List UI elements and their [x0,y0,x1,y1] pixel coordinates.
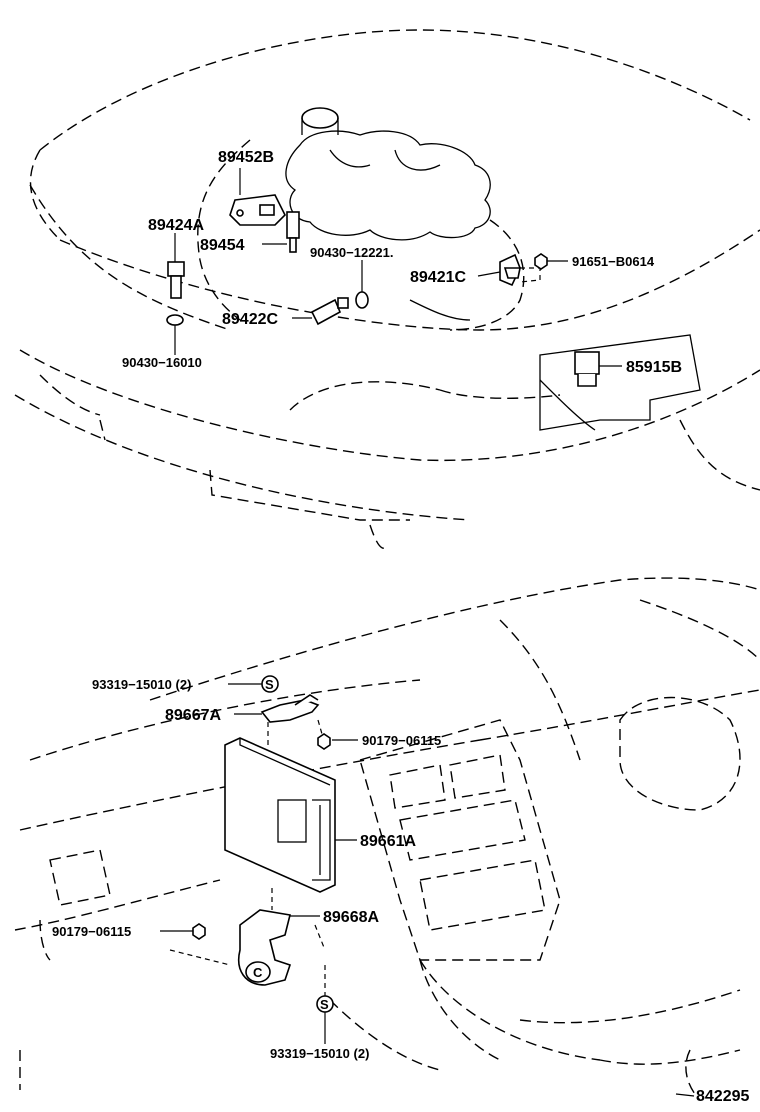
sensor-89424A [167,233,185,299]
gasket-90430-12221 [355,260,369,309]
s-mark-top: S [265,677,274,692]
dashboard-outline [14,577,760,1101]
vehicle-front-outline [14,29,760,549]
label-91651-B0614: 91651−B0614 [572,254,655,269]
label-89668A: 89668A [323,909,379,926]
label-89452B: 89452B [218,149,274,166]
nut-90179-left [160,923,231,966]
label-89454: 89454 [200,237,245,254]
label-85915B: 85915B [626,359,682,376]
screw-93319-top: S [228,675,279,693]
label-93319-bottom: 93319−15010 (2) [270,1046,369,1061]
sensor-89421C [477,253,541,287]
label-89667A: 89667A [165,707,221,724]
diagram-ref-number: 842295 [696,1088,749,1105]
label-89661A: 89661A [360,833,416,850]
gasket-90430-16010 [166,314,184,355]
screw-93319-bottom: S [316,965,334,1044]
label-90179-left: 90179−06115 [52,924,131,939]
s-mark-bottom: S [320,997,329,1012]
sensor-89422C [292,297,349,326]
bracket-89667A [234,694,320,723]
bracket-89668A: C [238,888,326,986]
label-89424A: 89424A [148,217,204,234]
label-93319-top: 93319−15010 (2) [92,677,191,692]
label-90430-12221: 90430−12221. [310,245,394,260]
sensor-89454 [262,211,300,253]
label-90179-right: 90179−06115 [362,733,441,748]
c-mark: C [253,965,263,980]
bolt-91651-B0614 [534,253,568,270]
label-90430-16010: 90430−16010 [122,355,202,370]
ecu-89661A [224,722,357,893]
label-89421C: 89421C [410,269,466,286]
relay-85915B [539,334,701,431]
label-89422C: 89422C [222,311,278,328]
sensor-89452B [229,168,286,226]
engine-components-outline [285,107,491,321]
nut-90179-right [317,719,358,750]
